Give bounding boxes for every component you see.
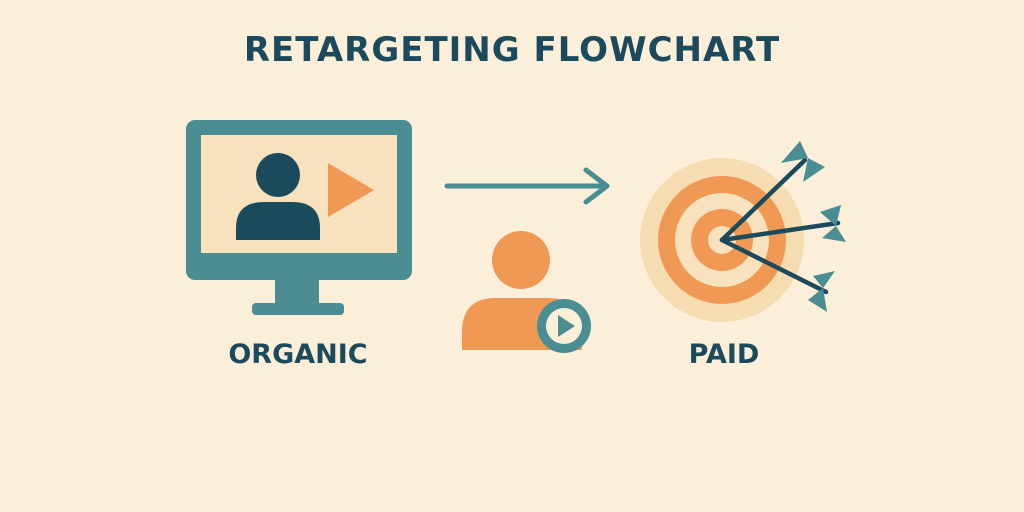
person-head-icon [256,153,300,197]
user-play-icon [462,231,591,353]
organic-label: ORGANIC [228,339,368,370]
arrow-1-icon [719,141,825,243]
person-body-icon [236,202,320,240]
play-icon [328,163,374,217]
monitor-neck [275,280,319,306]
paid-label: PAID [688,339,760,370]
arrow-2-icon [719,205,846,243]
user-head-icon [492,231,550,289]
play-badge-triangle-icon [558,315,575,337]
monitor-base [252,303,344,315]
arrow-right-icon [444,167,610,205]
monitor-video-icon [186,120,412,315]
arrow-3-icon [719,237,835,312]
page-title: RETARGETING FLOWCHART [243,30,781,70]
target-arrows-icon [640,141,846,322]
